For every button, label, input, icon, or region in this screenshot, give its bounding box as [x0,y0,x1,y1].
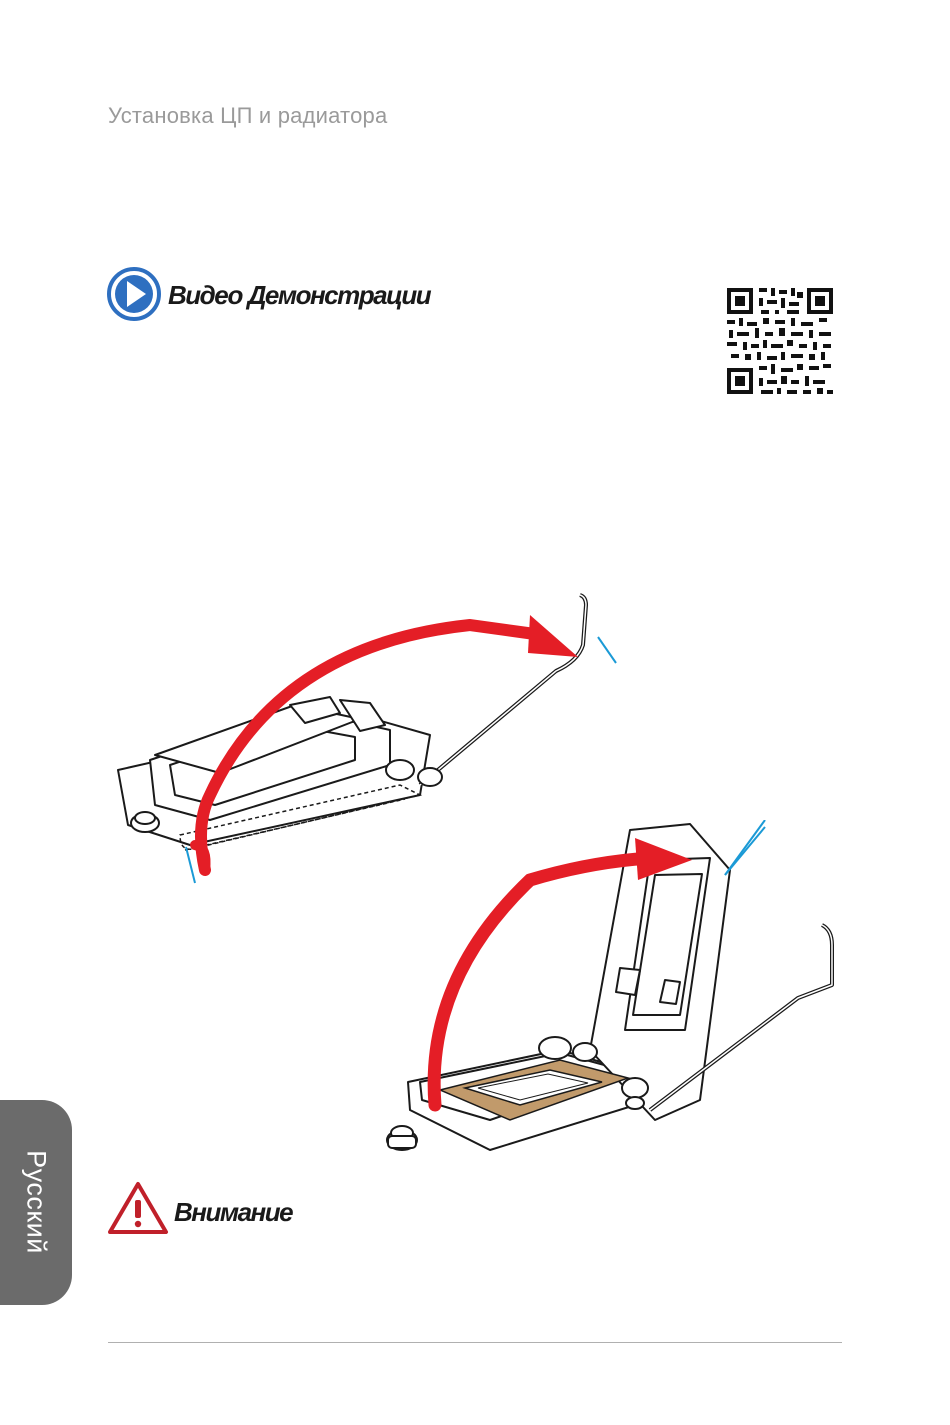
warning-icon [106,1180,170,1236]
video-demo-label[interactable]: Видео Демонстрации [168,280,430,311]
qr-code-icon [725,286,835,396]
language-tab: Русский [0,1100,72,1305]
socket-load-plate-open-figure [380,820,840,1170]
language-tab-label: Русский [21,1150,52,1254]
section-title: Установка ЦП и радиатора [108,103,387,129]
attention-label: Внимание [174,1197,292,1228]
play-icon[interactable] [106,266,162,322]
footer-divider [108,1342,842,1343]
